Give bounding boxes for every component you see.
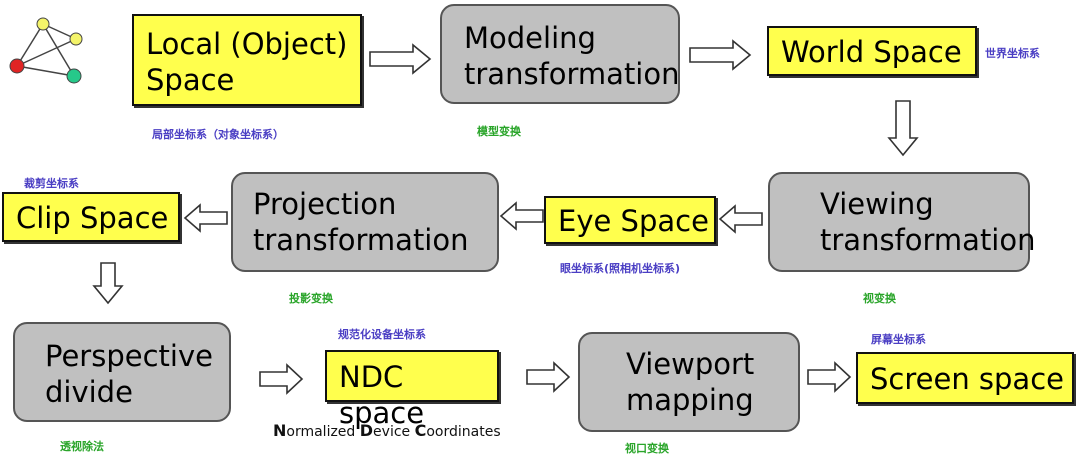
arrow-left-icon [499, 201, 544, 231]
arrow-right-icon [526, 361, 571, 393]
arrow-right-icon [259, 363, 304, 395]
projection-transformation-label: Projection transformation [253, 187, 469, 257]
viewing-caption: 视变换 [863, 292, 896, 305]
eye-space-box: Eye Space [544, 196, 716, 244]
arrow-left-icon [183, 203, 228, 233]
clip-space-caption: 裁剪坐标系 [24, 177, 79, 190]
modeling-caption: 模型变换 [477, 125, 521, 138]
eye-space-caption: 眼坐标系(照相机坐标系) [560, 262, 681, 275]
viewport-mapping-box: Viewport mapping [578, 332, 800, 432]
arrow-down-icon [92, 262, 124, 305]
arrow-right-icon [369, 43, 432, 75]
viewing-transformation-label: Viewing transformation [820, 187, 1036, 257]
screen-space-caption: 屏幕坐标系 [871, 333, 926, 346]
screen-space-box: Screen space [856, 352, 1074, 404]
arrow-left-icon [718, 204, 763, 234]
perspective-divide-label: Perspective divide [45, 339, 213, 409]
world-space-label: World Space [781, 35, 962, 69]
ndc-expansion: Normalized Device Coordinates [273, 421, 501, 440]
arrow-right-icon [689, 39, 752, 71]
ndc-space-caption: 规范化设备坐标系 [338, 328, 426, 341]
local-space-box: Local (Object) Space [132, 14, 362, 106]
local-space-label: Local (Object) Space [146, 27, 348, 97]
viewing-transformation-box: Viewing transformation [768, 172, 1036, 272]
modeling-transformation-label: Modeling transformation [464, 21, 680, 91]
screen-space-label: Screen space [870, 362, 1064, 396]
local-space-caption: 局部坐标系（对象坐标系） [152, 128, 284, 141]
world-space-caption: 世界坐标系 [985, 47, 1040, 60]
perspective-divide-box: Perspective divide [13, 322, 231, 422]
arrow-right-icon [807, 361, 852, 393]
world-space-box: World Space [767, 26, 977, 76]
viewport-mapping-label: Viewport mapping [626, 347, 755, 417]
clip-space-box: Clip Space [2, 192, 180, 242]
eye-space-label: Eye Space [558, 204, 709, 238]
clip-space-label: Clip Space [16, 201, 169, 235]
perspective-caption: 透视除法 [60, 440, 104, 453]
ndc-space-label: NDC space [339, 360, 425, 430]
arrow-down-icon [887, 100, 919, 157]
projection-transformation-box: Projection transformation [231, 172, 499, 272]
triangle-graph-icon [9, 17, 83, 84]
modeling-transformation-box: Modeling transformation [440, 4, 680, 104]
viewport-caption: 视口变换 [625, 442, 669, 455]
projection-caption: 投影变换 [289, 292, 333, 305]
ndc-space-box: NDC space [325, 350, 499, 430]
